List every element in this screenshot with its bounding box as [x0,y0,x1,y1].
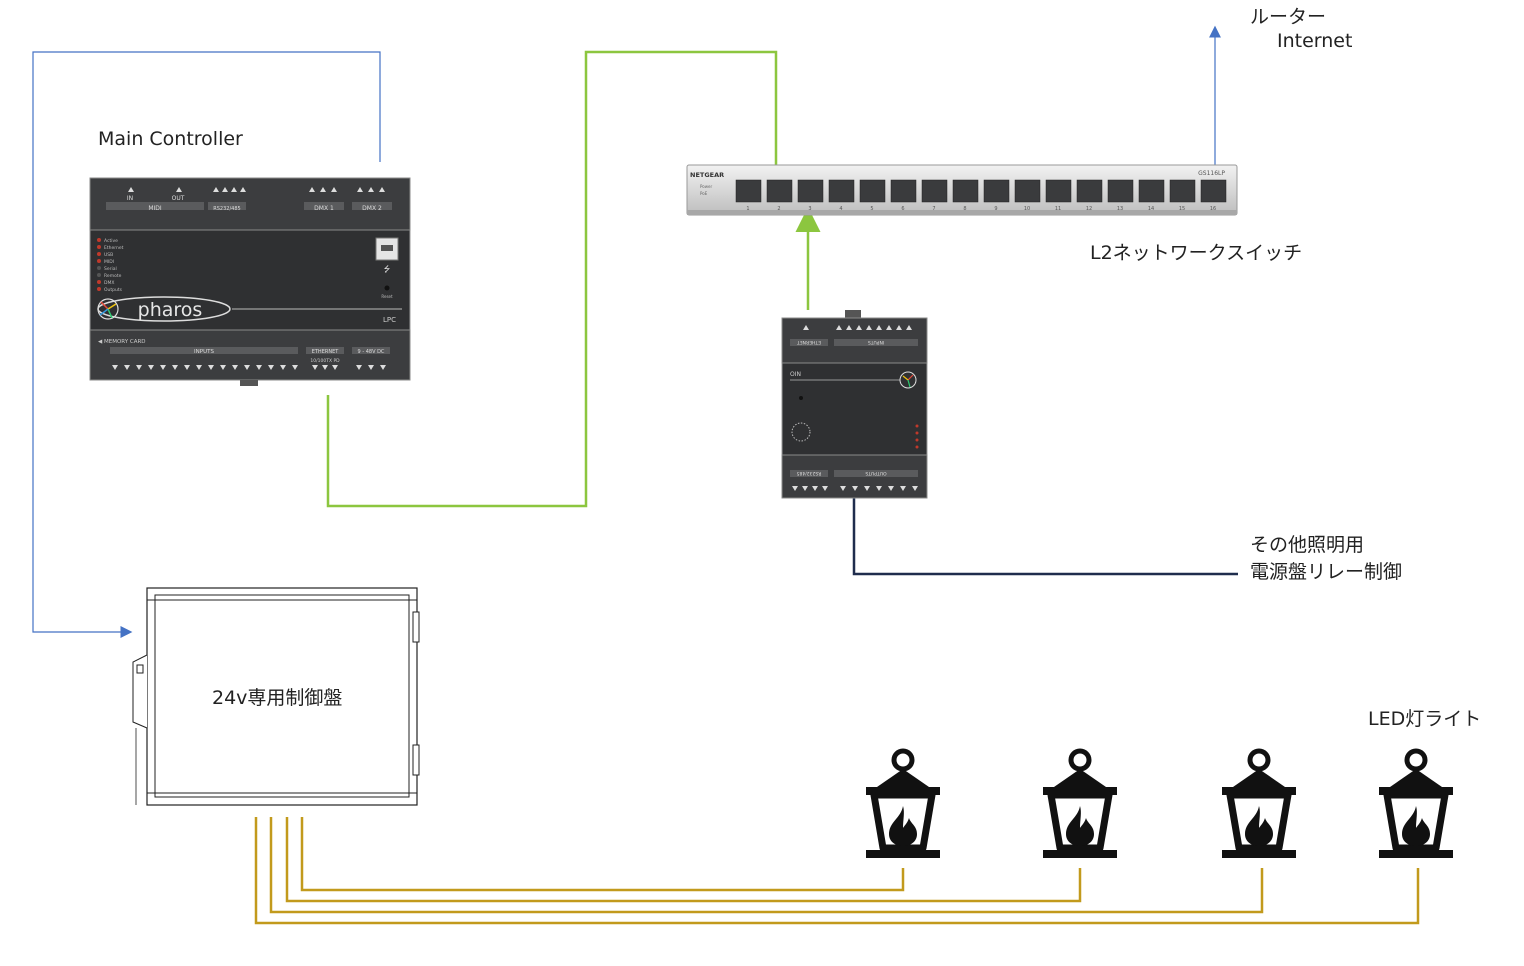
router-label: ルーター [1250,6,1327,28]
svg-text:11: 11 [1055,206,1061,212]
svg-text:14: 14 [1148,206,1154,212]
svg-text:Serial: Serial [104,266,117,272]
svg-text:OUTPUTS: OUTPUTS [865,470,886,476]
svg-text:DMX 1: DMX 1 [314,205,334,212]
svg-text:◀ MEMORY CARD: ◀ MEMORY CARD [98,339,146,345]
svg-text:Active: Active [104,238,118,244]
svg-text:7: 7 [932,206,935,212]
svg-text:10/100TX PD: 10/100TX PD [310,358,340,364]
svg-text:USB: USB [104,252,113,258]
svg-text:OUT: OUT [172,195,185,202]
panel-label: 24v専用制御盤 [212,687,343,709]
power-lines [254,817,1420,925]
svg-text:PoE: PoE [700,191,708,196]
lantern-icon [1222,748,1296,858]
svg-text:NETGEAR: NETGEAR [690,171,724,179]
svg-text:Ethernet: Ethernet [104,245,124,251]
lantern-icon [1043,748,1117,858]
svg-text:12: 12 [1086,206,1092,212]
svg-text:5: 5 [870,206,873,212]
control-panel [132,587,420,806]
svg-text:Outputs: Outputs [104,287,123,293]
svg-text:2: 2 [777,206,780,212]
svg-text:10: 10 [1024,206,1030,212]
svg-text:DMX: DMX [104,280,114,286]
main-controller: MIDI RS232/485 DMX 1 DMX 2 IN OUT Active… [89,177,411,386]
usb-icon: ⭍ [384,265,391,274]
svg-text:13: 13 [1117,206,1123,212]
svg-text:ETHERNET: ETHERNET [797,339,821,345]
l2-switch-label: L2ネットワークスイッチ [1090,242,1303,264]
lantern-icon [1379,748,1453,858]
lantern-icon [866,748,940,858]
svg-text:GS116LP: GS116LP [1198,170,1225,177]
svg-text:16: 16 [1210,206,1216,212]
io-expander: ETHERNET INPUTS OIN RS232/485 OUTPUTS [781,310,928,499]
svg-text:pharos: pharos [138,299,203,321]
control-line [32,51,381,638]
svg-text:MIDI: MIDI [104,259,114,265]
svg-text:ETHERNET: ETHERNET [312,349,340,355]
svg-text:3: 3 [808,206,811,212]
svg-text:INPUTS: INPUTS [868,339,884,345]
relay-control-line [852,498,1238,576]
svg-text:DMX 2: DMX 2 [362,205,382,212]
led-lights-label: LED灯ライト [1368,708,1482,730]
svg-text:LPC: LPC [383,316,396,324]
svg-text:RS232/485: RS232/485 [213,206,240,212]
svg-text:15: 15 [1179,206,1185,212]
ethernet-controller-line [326,50,789,508]
svg-text:IN: IN [127,195,133,202]
svg-text:Power: Power [700,184,712,189]
svg-text:Reset: Reset [381,294,393,299]
relay-label-line2: 電源盤リレー制御 [1250,561,1403,583]
svg-text:INPUTS: INPUTS [194,349,214,355]
svg-text:6: 6 [901,206,904,212]
internet-label: Internet [1277,30,1353,52]
svg-text:4: 4 [839,206,842,212]
relay-label-line1: その他照明用 [1250,534,1365,556]
svg-text:MIDI: MIDI [148,205,162,212]
svg-text:Remote: Remote [104,273,122,279]
svg-text:1: 1 [746,206,749,212]
svg-text:RS232/485: RS232/485 [797,470,822,476]
svg-text:9 - 48V DC: 9 - 48V DC [358,349,385,355]
main-controller-label: Main Controller [98,128,243,150]
svg-text:8: 8 [963,206,966,212]
svg-text:9: 9 [994,206,997,212]
svg-text:OIN: OIN [790,371,801,378]
